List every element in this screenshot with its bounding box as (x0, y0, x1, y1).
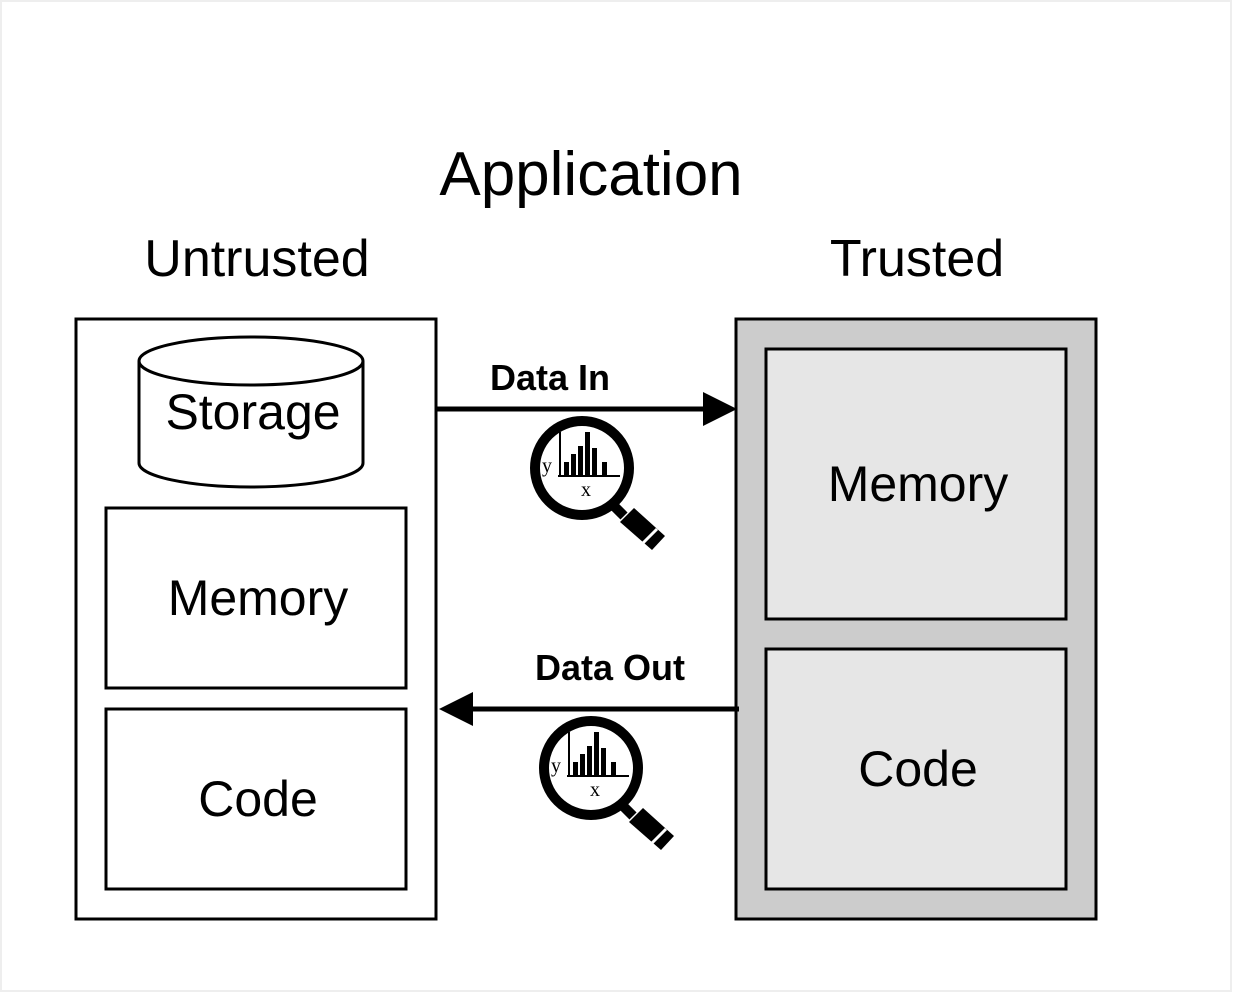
untrusted-container: Storage Memory Code (74, 317, 438, 921)
storage-cylinder-body (137, 361, 365, 489)
storage-cylinder: Storage (137, 335, 365, 489)
data-out-icon-y-label: y (551, 755, 561, 777)
storage-label: Storage (165, 384, 340, 440)
untrusted-code-box (104, 707, 408, 891)
untrusted-code-label: Code (198, 771, 318, 827)
untrusted-heading: Untrusted (144, 230, 369, 288)
data-in-icon-x-label: x (581, 479, 591, 501)
untrusted-memory-label: Memory (168, 570, 349, 626)
data-out-icon-x-label: x (590, 779, 600, 801)
data-out-magnifier-icon: y x (539, 716, 674, 850)
data-out-arrowhead (439, 692, 473, 726)
data-out-arrow: Data Out (439, 647, 739, 726)
trusted-container: Memory Code (734, 317, 1098, 921)
trusted-code-label: Code (858, 741, 978, 797)
data-in-label: Data In (490, 357, 610, 398)
data-in-icon-y-label: y (542, 455, 552, 477)
trusted-memory-label: Memory (828, 456, 1009, 512)
storage-cylinder-top (137, 335, 365, 387)
trusted-memory-box (764, 347, 1068, 621)
data-out-label: Data Out (535, 647, 685, 688)
trusted-code-box (764, 647, 1068, 891)
untrusted-memory-box (104, 506, 408, 690)
data-in-magnifier-icon: y x (530, 416, 665, 550)
data-in-arrowhead (703, 392, 737, 426)
diagram-title: Application (439, 140, 742, 209)
trusted-heading: Trusted (830, 230, 1004, 288)
data-in-arrow: Data In (436, 357, 737, 426)
